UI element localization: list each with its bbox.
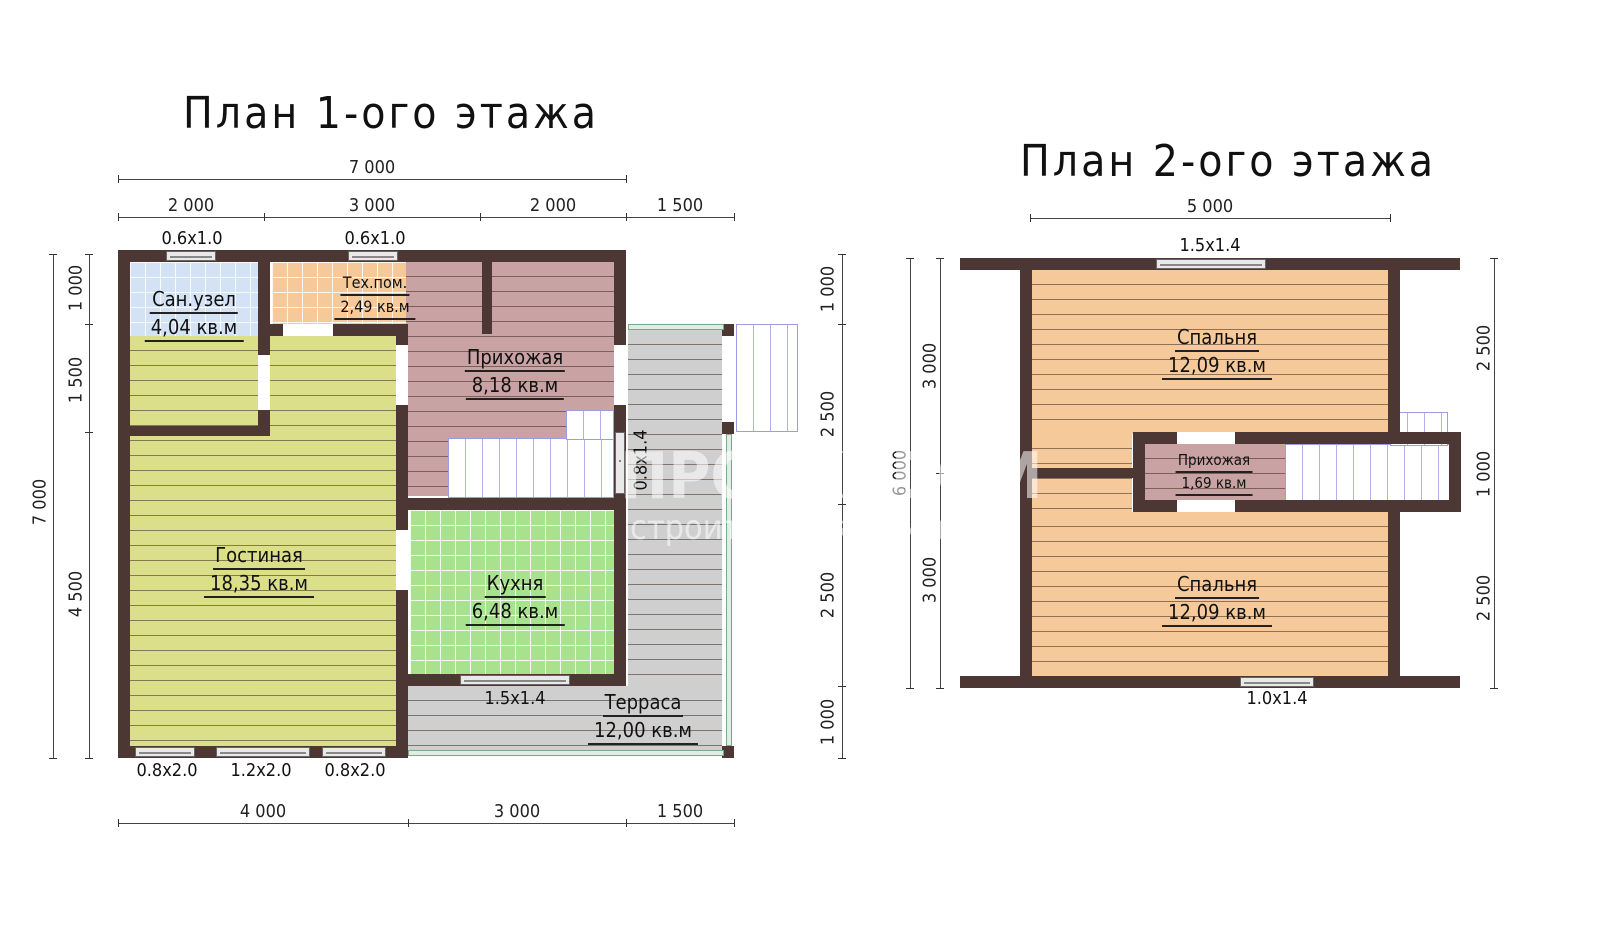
dim-seg: 1 000 (65, 264, 87, 312)
watermark-tagline: строительная компания (630, 508, 1021, 548)
staircase-landing (566, 410, 614, 440)
window-label: 1.0x1.4 (1246, 688, 1308, 709)
room-tech (272, 262, 482, 324)
dim-seg: 3 000 (348, 195, 396, 216)
plan2-title: План 2-ого этажа (1020, 136, 1437, 187)
room-label-terrace: Терраса 12,00 кв.м (588, 689, 698, 745)
room-label-hallway: Прихожая 8,18 кв.м (464, 344, 566, 400)
dim-overall-width: 5 000 (1186, 196, 1234, 217)
room-bedroom-2 (1032, 512, 1388, 676)
room-terrace (628, 330, 722, 750)
staircase (448, 438, 614, 498)
dim-seg: 2 500 (1473, 324, 1495, 372)
window-hall-side (615, 432, 625, 494)
window-label: 1.5x1.4 (484, 688, 546, 709)
dim-seg: 2 000 (167, 195, 215, 216)
door-living-hall[interactable] (396, 345, 408, 405)
window-label: 1.5x1.4 (1179, 235, 1241, 256)
dim-seg: 1 500 (656, 195, 704, 216)
door-label: 1.2x2.0 (230, 760, 292, 781)
room-label-hallway-2: Прихожая 1,69 кв.м (1175, 450, 1253, 496)
door-bedroom-1[interactable] (1177, 432, 1235, 444)
door-bedroom-2[interactable] (1177, 500, 1235, 512)
door-terrace-3 (322, 747, 386, 757)
dim-seg: 1 500 (65, 356, 87, 404)
terrace-railing-top (628, 324, 724, 330)
dim-overall-width: 7 000 (348, 157, 396, 178)
door-label: 0.8x2.0 (324, 760, 386, 781)
dim-overall-depth: 7 000 (29, 478, 51, 526)
door-bathroom[interactable] (258, 355, 270, 410)
window-bathroom (166, 251, 216, 261)
terrace-railing-bottom (408, 750, 724, 756)
watermark-brand: ПРОЕКТДОМ (620, 440, 1043, 514)
room-hallway-top (490, 262, 614, 334)
room-label-kitchen: Кухня 6,48 кв.м (465, 570, 565, 626)
room-terrace-bottom (408, 686, 722, 750)
dim-seg: 2 500 (1473, 574, 1495, 622)
room-label-tech: Тех.пом. 2,49 кв.м (334, 272, 416, 320)
window-tech (348, 251, 398, 261)
dim-seg: 1 500 (656, 801, 704, 822)
window-label: 0.6x1.0 (161, 228, 223, 249)
dim-seg: 3 000 (919, 556, 941, 604)
terrace-railing-right (726, 434, 732, 746)
room-label-living: Гостиная 18,35 кв.м (204, 542, 314, 598)
room-bedroom-1 (1032, 270, 1388, 434)
dim-seg: 3 000 (919, 342, 941, 390)
dim-seg: 2 500 (817, 390, 839, 438)
dim-seg: 2 000 (529, 195, 577, 216)
door-terrace-2 (216, 747, 310, 757)
room-label-bathroom: Сан.узел 4,04 кв.м (144, 286, 244, 342)
porch-steps (736, 324, 798, 432)
door-kitchen[interactable] (396, 530, 408, 590)
room-label-bedroom-2: Спальня 12,09 кв.м (1162, 571, 1272, 627)
window-bedroom-2 (1240, 677, 1314, 687)
dim-seg: 4 500 (65, 570, 87, 618)
door-tech[interactable] (283, 324, 333, 336)
plan1-title: План 1-ого этажа (183, 88, 600, 139)
window-kitchen (460, 675, 570, 685)
door-terrace-1 (135, 747, 195, 757)
dim-seg: 4 000 (239, 801, 287, 822)
dim-seg: 3 000 (493, 801, 541, 822)
dim-seg: 2 500 (817, 571, 839, 619)
dim-seg: 1 000 (1473, 450, 1495, 498)
room-label-bedroom-1: Спальня 12,09 кв.м (1162, 324, 1272, 380)
dim-seg: 1 000 (817, 265, 839, 313)
dim-seg: 1 000 (817, 698, 839, 746)
window-label: 0.6x1.0 (344, 228, 406, 249)
window-bedroom-1 (1156, 259, 1266, 269)
room-kitchen (410, 510, 614, 674)
staircase-2 (1285, 444, 1451, 502)
door-label: 0.8x2.0 (136, 760, 198, 781)
door-entrance[interactable] (614, 345, 626, 405)
